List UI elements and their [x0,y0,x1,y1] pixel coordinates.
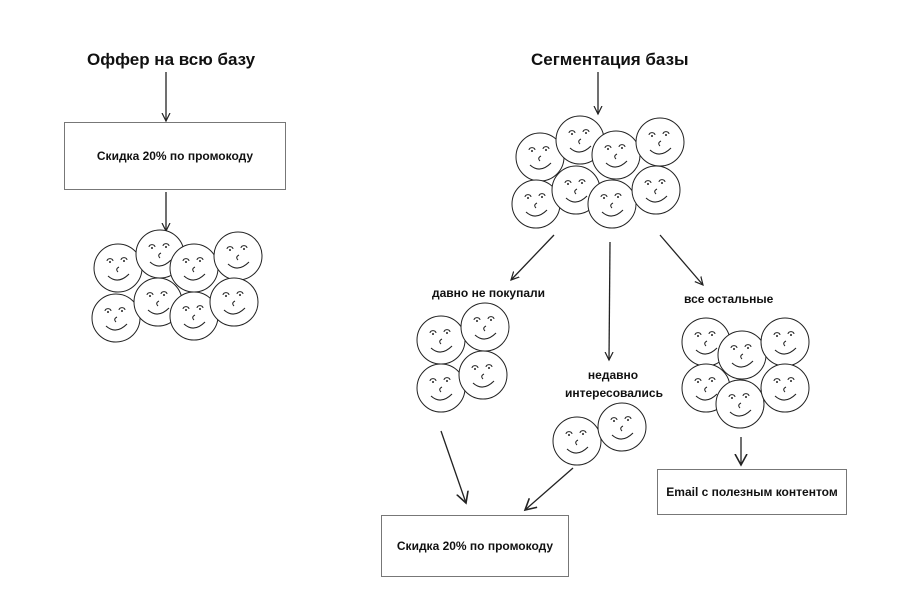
smiley-face-icon [169,243,219,293]
smiley-face-icon [635,117,685,167]
smiley-face-icon [631,165,681,215]
smiley-face-icon [715,379,765,429]
smiley-face-icon [458,350,508,400]
right-title: Сегментация базы [531,50,689,69]
left-title: Оффер на всю базу [87,50,256,69]
smiley-face-icon [460,302,510,352]
left-discount-box: Скидка 20% по промокоду [64,122,286,190]
arrow-to-inactive [511,234,555,280]
arrow-recent-to-discount [525,467,574,510]
arrow-inactive-to-discount [440,430,466,503]
segment-inactive-label: давно не покупали [432,286,546,300]
smiley-face-icon [209,277,259,327]
smiley-face-icon [91,293,141,343]
smiley-face-icon [587,179,637,229]
smiley-face-icon [597,402,647,452]
faces-layer [91,115,810,466]
right-discount-box: Скидка 20% по промокоду [381,515,569,577]
smiley-face-icon [760,317,810,367]
email-content-label: Email с полезным контентом [666,485,838,499]
smiley-face-icon [93,243,143,293]
smiley-face-icon [760,363,810,413]
smiley-face-icon [416,363,466,413]
smiley-face-icon [213,231,263,281]
smiley-face-icon [591,130,641,180]
left-discount-label: Скидка 20% по промокоду [96,149,254,163]
segment-recent-label: недавно интересовались [565,368,663,400]
segment-others-label: все остальные [684,292,774,306]
right-discount-label: Скидка 20% по промокоду [396,539,554,553]
arrow-to-recent [609,241,610,360]
smiley-face-icon [717,330,767,380]
smiley-face-icon [511,179,561,229]
arrow-to-others [659,234,703,285]
arrows-layer [166,72,741,510]
smiley-face-icon [552,416,602,466]
email-content-box: Email с полезным контентом [657,469,847,515]
smiley-face-icon [416,315,466,365]
